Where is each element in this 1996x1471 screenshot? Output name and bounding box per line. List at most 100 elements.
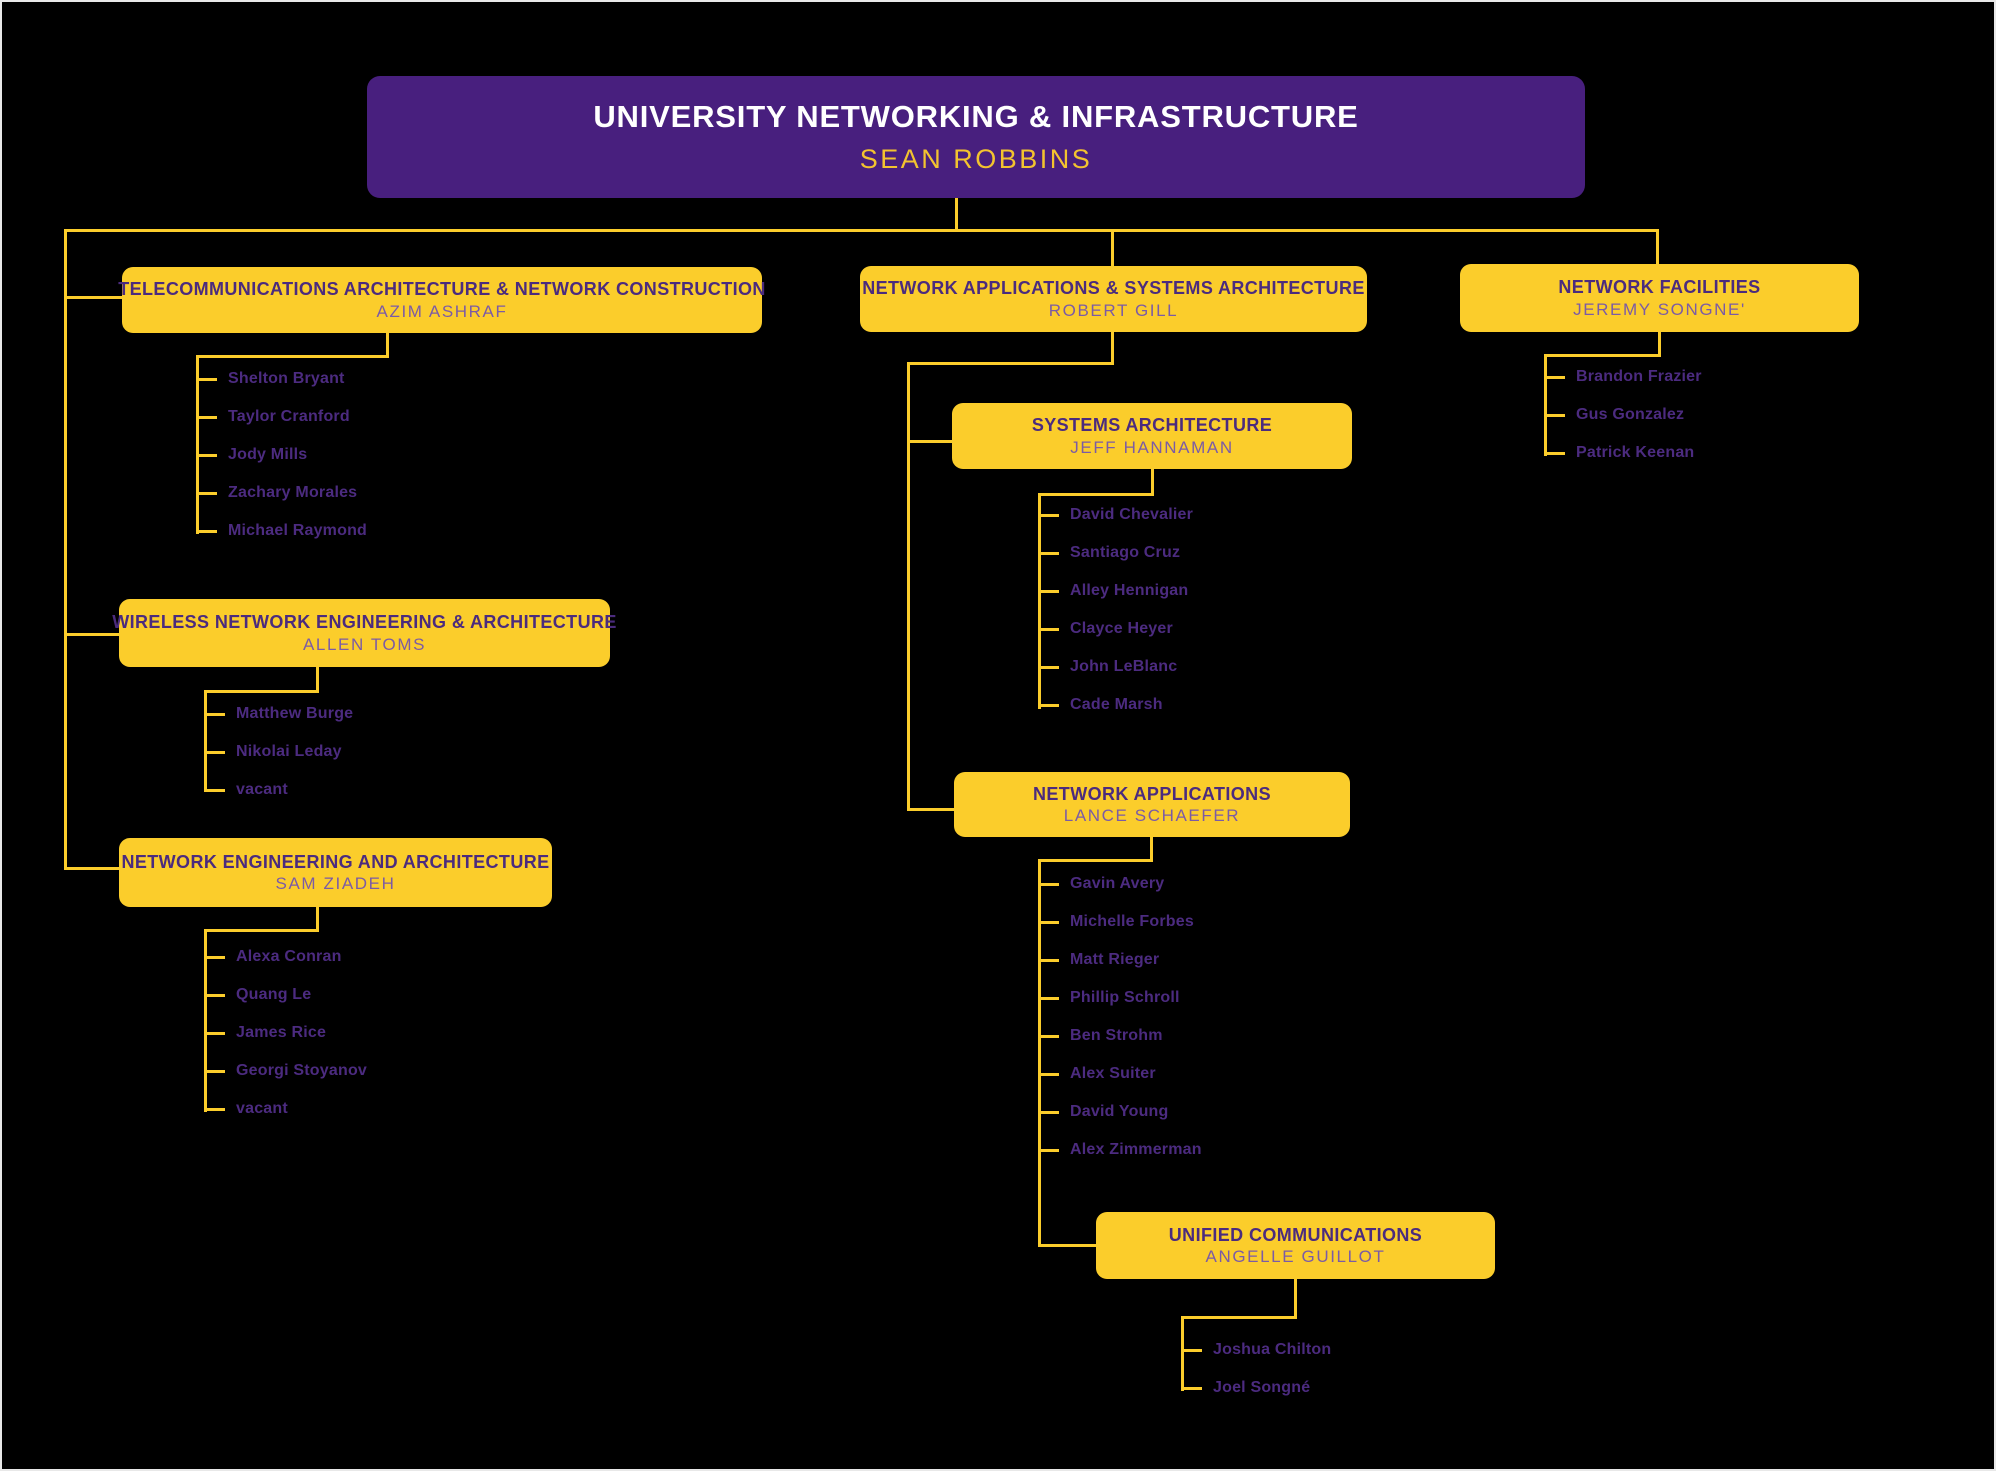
staff-member-row: Gus Gonzalez [1544,396,1702,434]
staff-member-name: Gavin Avery [1070,875,1165,892]
connector-stub [196,453,217,457]
staff-member-row: Alexa Conran [204,938,367,976]
connector-stub [1038,958,1059,962]
staff-member-row: Taylor Cranford [196,398,367,436]
staff-member-row: Joel Songné [1181,1369,1331,1407]
connector-stub [1544,413,1565,417]
dept-title: NETWORK APPLICATIONS [1033,783,1271,804]
staff-member-row: Zachary Morales [196,474,367,512]
staff-member-name: Joel Songné [1213,1379,1311,1396]
staff-member-name: Georgi Stoyanov [236,1062,368,1079]
org-box-neteng: NETWORK ENGINEERING AND ARCHITECTURE SAM… [119,838,552,907]
connector-left-spine [64,229,67,870]
staff-member-name: Jody Mills [228,446,308,463]
connector-stub-telecom [64,296,124,299]
connector-stub-neteng [64,867,121,870]
staff-member-name: vacant [236,781,288,798]
connector-line [196,355,389,358]
dept-manager: ANGELLE GUILLOT [1205,1247,1386,1267]
staff-member-row: Santiago Cruz [1038,534,1193,572]
staff-member-row: Gavin Avery [1038,865,1202,903]
connector-stub [1181,1386,1202,1390]
staff-member-row: Quang Le [204,976,367,1014]
dept-title: WIRELESS NETWORK ENGINEERING & ARCHITECT… [112,612,617,633]
staff-member-name: Phillip Schroll [1070,989,1180,1006]
connector-line [1151,469,1154,496]
org-box-telecom: TELECOMMUNICATIONS ARCHITECTURE & NETWOR… [118,267,765,333]
connector-line [386,332,389,358]
dept-manager: SAM ZIADEH [275,874,396,894]
staff-member-name: Matthew Burge [236,705,354,722]
connector-stub [1038,920,1059,924]
connector-line [1038,859,1153,862]
dept-title: NETWORK ENGINEERING AND ARCHITECTURE [121,851,550,872]
connector-stub [196,415,217,419]
connector-line [1150,837,1153,862]
connector-line [907,362,1114,365]
connector-drop-netfac [1656,229,1659,266]
staff-member-name: Alley Hennigan [1070,582,1189,599]
connector-stub-wireless [64,633,121,636]
staff-member-row: James Rice [204,1014,367,1052]
staff-member-row: Matt Rieger [1038,941,1202,979]
staff-member-row: Clayce Heyer [1038,610,1193,648]
connector-stub [1038,589,1059,593]
connector-stub [204,993,225,997]
connector-line [1038,493,1154,496]
staff-member-row: vacant [204,771,353,809]
staff-member-row: Georgi Stoyanov [204,1052,367,1090]
connector-stub [1038,1034,1059,1038]
staff-member-row: Phillip Schroll [1038,979,1202,1017]
connector-stub [196,377,217,381]
staff-member-row: Alex Suiter [1038,1055,1202,1093]
connector-line [1038,493,1041,709]
staff-member-name: John LeBlanc [1070,658,1178,675]
connector-stub [204,955,225,959]
staff-member-name: Shelton Bryant [228,370,345,387]
connector-stub [1038,513,1059,517]
staff-member-row: Matthew Burge [204,695,353,733]
dept-manager: ALLEN TOMS [302,634,427,654]
staff-member-name: David Chevalier [1070,506,1194,523]
staff-member-name: James Rice [236,1024,327,1041]
staff-member-name: Alex Suiter [1070,1065,1156,1082]
connector-stub [196,529,217,533]
staff-member-name: Joshua Chilton [1213,1341,1332,1358]
dept-title: NETWORK APPLICATIONS & SYSTEMS ARCHITECT… [862,278,1365,299]
connector-stub [1181,1348,1202,1352]
dept-title: TELECOMMUNICATIONS ARCHITECTURE & NETWOR… [118,279,766,300]
dept-title: SYSTEMS ARCHITECTURE [1031,415,1273,436]
connector-stub [1544,451,1565,455]
staff-member-row: Michael Raymond [196,512,367,550]
staff-member-row: David Chevalier [1038,496,1193,534]
connector-stub [1038,1110,1059,1114]
connector-stub [1038,551,1059,555]
connector-stub [204,1031,225,1035]
staff-member-name: Brandon Frazier [1576,368,1702,385]
connector-line [907,808,957,811]
connector-line [1658,332,1661,357]
connector-stub [1038,1072,1059,1076]
connector-line [1544,354,1547,456]
staff-member-row: Cade Marsh [1038,686,1193,724]
staff-member-row: John LeBlanc [1038,648,1193,686]
connector-line [204,690,207,792]
connector-stub [204,788,225,792]
staff-member-name: Michelle Forbes [1070,913,1194,930]
staff-member-row: Michelle Forbes [1038,903,1202,941]
connector-line [316,666,319,693]
connector-line [316,906,319,932]
connector-line [204,690,319,693]
staff-member-name: Clayce Heyer [1070,620,1173,637]
connector-stub [1038,996,1059,1000]
dept-manager: ROBERT GILL [1048,300,1179,320]
staff-member-name: Taylor Cranford [228,408,350,425]
dept-title: UNIFIED COMMUNICATIONS [1168,1224,1423,1245]
connector-stub [1544,375,1565,379]
connector-line [907,440,955,443]
connector-stub [1038,665,1059,669]
